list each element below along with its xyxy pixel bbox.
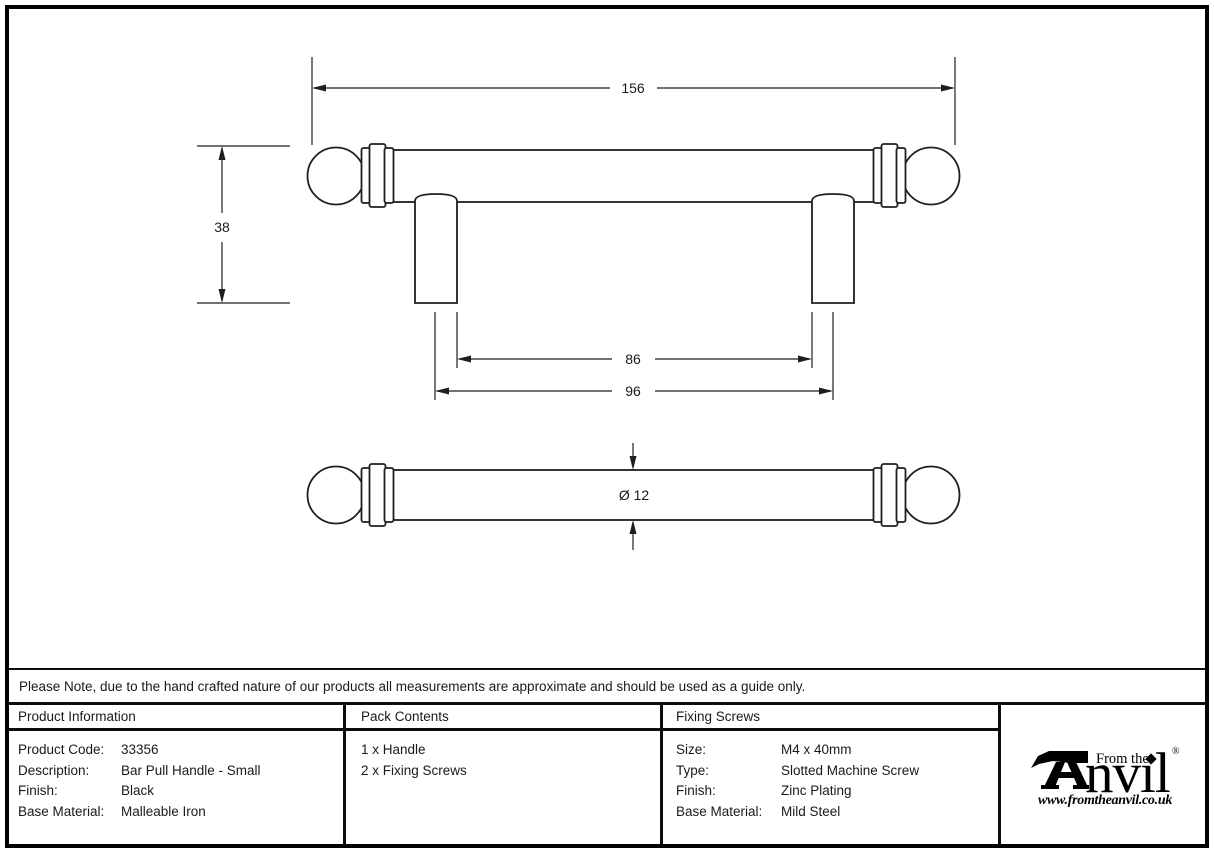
row-value: Slotted Machine Screw xyxy=(781,762,920,778)
row-value: 33356 xyxy=(121,742,159,757)
collar-ring xyxy=(383,467,395,523)
dimension-diameter-group xyxy=(629,443,637,550)
arrowhead-icon xyxy=(629,456,637,470)
dimension-38-group xyxy=(197,145,290,304)
arrowhead-icon xyxy=(457,355,471,363)
product-information-header: Product Information xyxy=(9,705,343,731)
logo-tagline: From the xyxy=(1096,751,1149,767)
measurement-note-text: Please Note, due to the hand crafted nat… xyxy=(19,678,806,694)
list-item: 1 x Handle xyxy=(361,742,426,757)
table-row: Size: M4 x 40mm xyxy=(663,740,998,761)
table-row: Description: Bar Pull Handle - Small xyxy=(9,761,343,782)
arrowhead-icon xyxy=(218,146,226,160)
logo-wordmark: nvıl xyxy=(1085,742,1171,805)
spec-table: Product Information Product Code: 33356 … xyxy=(9,705,1205,844)
dim-label-length: 156 xyxy=(621,80,645,96)
brand-logo-cell: nvıl From the ® www.fromtheanvil.co.uk xyxy=(1001,705,1205,844)
dimension-96-group xyxy=(434,312,834,400)
ball-end-left xyxy=(306,465,366,525)
pack-contents-header: Pack Contents xyxy=(346,705,660,731)
arrowhead-icon xyxy=(629,520,637,534)
handle-plan-view xyxy=(306,463,961,527)
row-label: Type: xyxy=(676,762,710,778)
product-information-column: Product Information Product Code: 33356 … xyxy=(9,705,346,844)
row-label: Finish: xyxy=(676,783,716,799)
table-row: Type: Slotted Machine Screw xyxy=(663,761,998,782)
collar-ring xyxy=(368,143,387,208)
dimension-86-group xyxy=(456,312,813,368)
row-label: Size: xyxy=(676,742,707,757)
table-row: Product Code: 33356 xyxy=(9,740,343,761)
registered-trademark-icon: ® xyxy=(1172,746,1180,757)
row-label: Finish: xyxy=(18,783,58,799)
anvil-icon xyxy=(1031,751,1089,789)
dim-label-diameter: Ø 12 xyxy=(619,487,650,503)
fixing-screws-column: Fixing Screws Size: M4 x 40mm Type: Slot… xyxy=(663,705,1001,844)
table-row: Base Material: Malleable Iron xyxy=(9,802,343,823)
handle-side-view xyxy=(306,143,961,304)
dim-label-fixing-centres: 96 xyxy=(625,383,641,399)
ball-end-left xyxy=(306,146,366,206)
fixing-screws-header: Fixing Screws xyxy=(663,705,998,731)
fixing-post-left xyxy=(414,193,458,304)
collar-ring xyxy=(880,143,899,208)
fixing-post-right xyxy=(811,193,855,304)
handle-bar xyxy=(376,149,891,203)
list-item: 2 x Fixing Screws xyxy=(361,762,467,778)
row-value: M4 x 40mm xyxy=(781,742,852,757)
handle-bar xyxy=(376,469,891,521)
dimension-156-group xyxy=(311,57,956,145)
ball-end-right xyxy=(901,146,961,206)
table-row: Finish: Zinc Plating xyxy=(663,781,998,802)
collar-ring xyxy=(895,467,907,523)
dim-label-height: 38 xyxy=(214,219,230,235)
table-row: Base Material: Mild Steel xyxy=(663,802,998,823)
arrowhead-icon xyxy=(435,387,449,395)
arrowhead-icon xyxy=(218,289,226,303)
row-value: Malleable Iron xyxy=(121,803,206,819)
arrowhead-icon xyxy=(312,84,326,92)
arrowhead-icon xyxy=(941,84,955,92)
ball-end-right xyxy=(901,465,961,525)
collar-ring xyxy=(880,463,899,527)
row-label: Base Material: xyxy=(676,803,763,819)
logo-website: www.fromtheanvil.co.uk xyxy=(1037,793,1173,808)
dim-label-inner-span: 86 xyxy=(625,351,641,367)
arrowhead-icon xyxy=(798,355,812,363)
collar-ring xyxy=(383,147,395,204)
arrowhead-icon xyxy=(819,387,833,395)
row-label: Product Code: xyxy=(18,742,105,757)
row-value: Mild Steel xyxy=(781,803,841,819)
measurement-note: Please Note, due to the hand crafted nat… xyxy=(9,668,1205,705)
row-value: Bar Pull Handle - Small xyxy=(121,762,261,778)
row-value: Zinc Plating xyxy=(781,783,852,799)
table-row: Finish: Black xyxy=(9,781,343,802)
collar-ring xyxy=(895,147,907,204)
technical-drawing: 156 38 xyxy=(197,57,961,550)
row-value: Black xyxy=(121,783,155,799)
pack-contents-column: Pack Contents 1 x Handle 2 x Fixing Scre… xyxy=(346,705,663,844)
row-label: Base Material: xyxy=(18,803,105,819)
collar-ring xyxy=(368,463,387,527)
row-label: Description: xyxy=(18,762,90,778)
